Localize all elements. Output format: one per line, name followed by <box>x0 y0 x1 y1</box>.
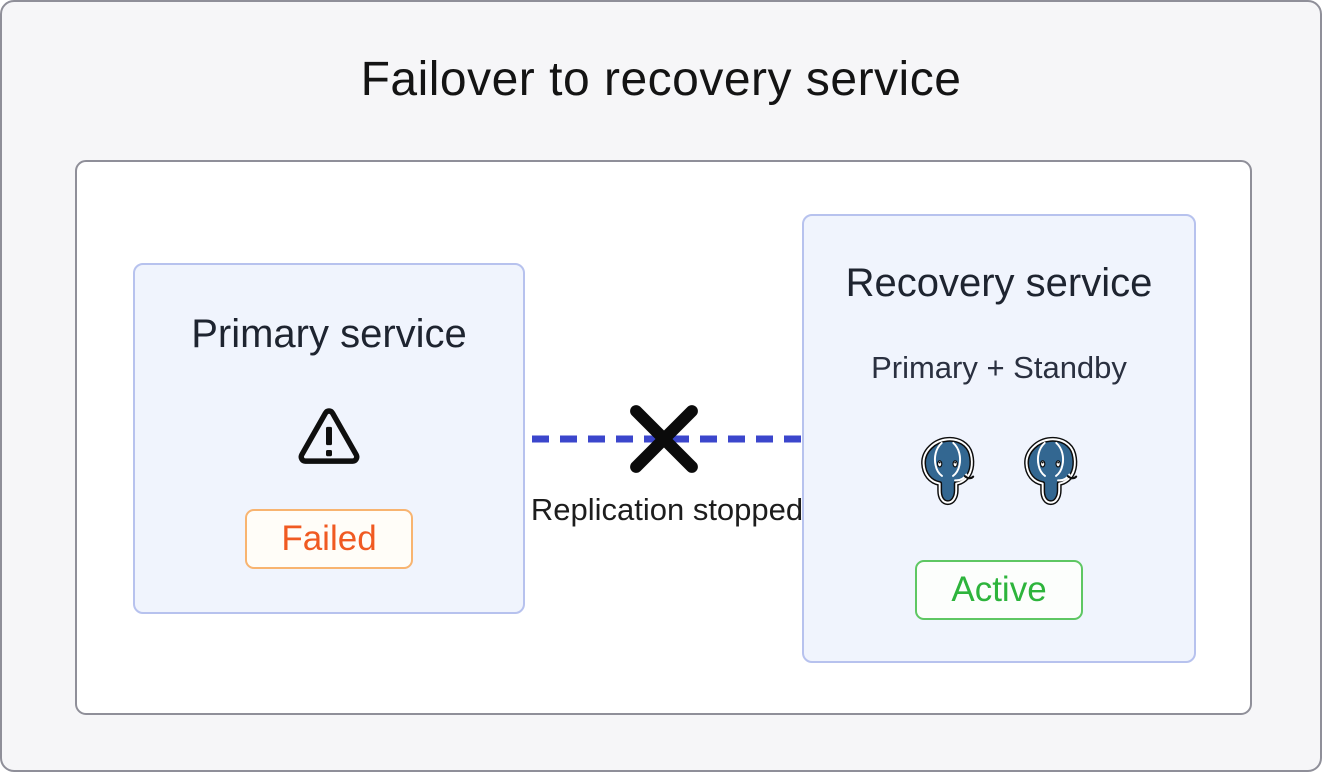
postgresql-elephant-icon <box>919 434 976 508</box>
replication-dashed-line <box>532 435 802 443</box>
recovery-service-title: Recovery service <box>845 261 1153 305</box>
primary-service-title: Primary service <box>191 312 467 356</box>
recovery-service-subtitle: Primary + Standby <box>871 350 1127 385</box>
primary-service-box: Primary service Failed <box>133 263 525 614</box>
warning-triangle-icon <box>298 407 360 465</box>
diagram-canvas: Primary service Failed Replication stop <box>75 160 1252 715</box>
status-badge-active: Active <box>915 560 1083 620</box>
replication-link-label: Replication stopped <box>530 492 804 527</box>
x-cross-icon <box>625 400 703 478</box>
database-icon-row <box>919 434 1079 508</box>
status-badge-failed: Failed <box>245 509 413 569</box>
postgresql-elephant-icon <box>1022 434 1079 508</box>
recovery-service-box: Recovery service Primary + Standby <box>802 214 1196 663</box>
page-title: Failover to recovery service <box>360 53 962 106</box>
